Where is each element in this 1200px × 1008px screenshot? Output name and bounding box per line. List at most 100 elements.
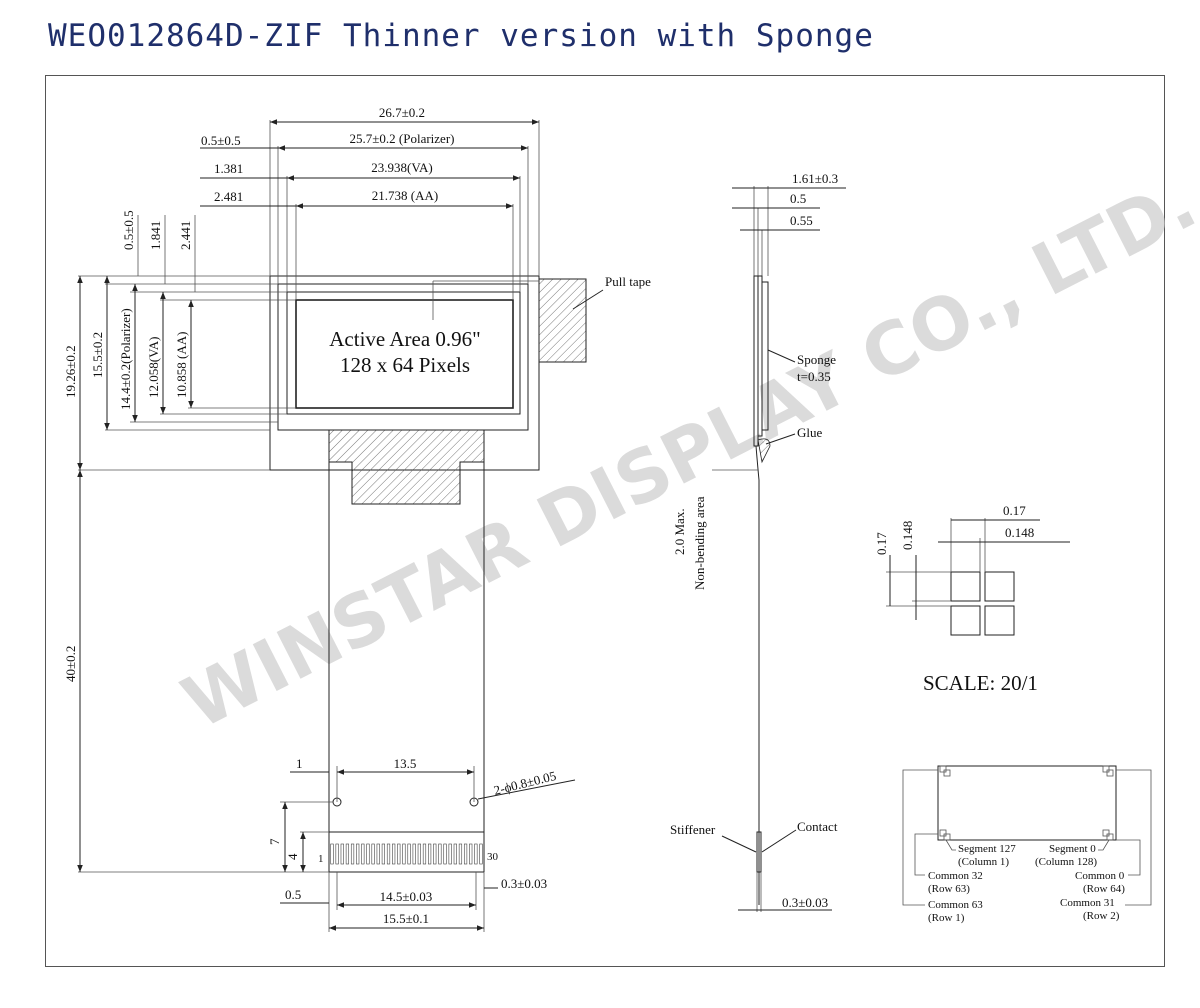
dim-aa-width: 21.738 (AA) xyxy=(372,188,438,203)
side-stiffener xyxy=(756,831,762,873)
seg127-col: (Column 1) xyxy=(958,856,1009,868)
side-fpc xyxy=(755,445,760,905)
dim-side-total: 1.61±0.3 xyxy=(792,171,838,186)
com31-row: (Row 2) xyxy=(1083,910,1120,922)
fpc-pin xyxy=(458,843,463,865)
fpc-pin xyxy=(340,843,344,865)
bend-max-label: 2.0 Max. xyxy=(672,508,687,555)
dim-offset-2: 1.381 xyxy=(214,161,243,176)
dim-glass-height: 15.5±0.2 xyxy=(90,332,105,378)
pull-tape-leader xyxy=(572,289,604,310)
non-bending-label: Non-bending area xyxy=(692,496,707,590)
com0-row: (Row 64) xyxy=(1083,883,1125,895)
viewing-area xyxy=(286,291,521,415)
fpc-pin xyxy=(335,843,339,865)
active-area-label: Active Area 0.96" xyxy=(329,327,480,351)
fpc-pin xyxy=(392,843,396,865)
pixel-size-h: 0.148 xyxy=(1005,525,1034,540)
fpc-pin xyxy=(402,843,406,865)
dim-hole-offset: 1 xyxy=(296,756,303,771)
dim-aa-height: 10.858 (AA) xyxy=(174,332,189,398)
fpc-pin xyxy=(448,843,452,865)
pixel-3 xyxy=(950,605,981,636)
dim-offset-1: 0.5±0.5 xyxy=(201,133,241,148)
dim-offset-3: 2.481 xyxy=(214,189,243,204)
pull-tape xyxy=(538,278,587,363)
dim-fpc-width: 15.5±0.1 xyxy=(383,911,429,926)
dim-polarizer-width: 25.7±0.2 (Polarizer) xyxy=(350,131,455,146)
dim-fpc-length: 40±0.2 xyxy=(63,646,78,682)
fpc-bond-area xyxy=(328,429,485,505)
fpc-pin xyxy=(345,843,350,865)
side-view: 1.61±0.3 0.5 0.55 Sponge t=0.35 Glue 2.0… xyxy=(670,171,846,912)
fpc-pin xyxy=(381,843,385,865)
seg0-col: (Column 128) xyxy=(1035,856,1097,868)
pin-first-label: 1 xyxy=(318,853,324,865)
fpc-pin xyxy=(350,843,355,865)
dim-polarizer-height: 14.4±0.2(Polarizer) xyxy=(118,308,133,410)
pixel-pitch-v: 0.17 xyxy=(874,532,889,555)
pixel-size-v: 0.148 xyxy=(900,521,915,550)
fpc-pin xyxy=(453,843,457,865)
pixel-1 xyxy=(950,571,981,602)
page-title: WEO012864D-ZIF Thinner version with Spon… xyxy=(48,18,874,54)
pinout-panel xyxy=(937,765,1117,841)
com63-label: Common 63 xyxy=(928,899,983,911)
fpc-pin xyxy=(479,843,483,865)
side-glue xyxy=(757,438,771,464)
dim-hole-height: 7 xyxy=(267,838,282,845)
fpc-pin xyxy=(361,843,365,865)
dim-hole-pitch: 13.5 xyxy=(394,756,417,771)
com0-label: Common 0 xyxy=(1075,870,1125,882)
dim-va-height: 12.058(VA) xyxy=(146,336,161,398)
fpc-pin xyxy=(356,843,360,865)
glue-label: Glue xyxy=(797,425,823,440)
pull-tape-label: Pull tape xyxy=(605,274,651,289)
side-sponge xyxy=(761,281,769,431)
stiffener-label: Stiffener xyxy=(670,822,716,837)
sponge-label: Sponge xyxy=(797,352,836,367)
pinout-diagram: Segment 127 (Column 1) Segment 0 (Column… xyxy=(902,765,1152,924)
pixel-detail: 0.17 0.148 0.17 0.148 SCALE: 20/1 xyxy=(874,503,1070,695)
dim-side-sponge: 0.55 xyxy=(790,213,813,228)
fpc-pin xyxy=(397,843,401,865)
dim-contact-width: 14.5±0.03 xyxy=(380,889,433,904)
active-area xyxy=(295,299,514,409)
active-area-pixels: 128 x 64 Pixels xyxy=(340,353,470,377)
fpc-pin xyxy=(469,843,473,865)
fpc-pin xyxy=(371,843,375,865)
dim-voffset-2: 1.841 xyxy=(148,221,163,250)
front-view: Active Area 0.96" 128 x 64 Pixels Pull t… xyxy=(63,105,651,932)
side-thickness-label: 0.3±0.03 xyxy=(782,895,828,910)
fpc-pin xyxy=(438,843,442,865)
dim-side-glass: 0.5 xyxy=(790,191,806,206)
pixel-2 xyxy=(984,571,1015,602)
dim-voffset-1: 0.5±0.5 xyxy=(121,210,136,250)
fpc-pin xyxy=(412,843,416,865)
dim-pin-width: 0.3±0.03 xyxy=(501,876,547,891)
dim-voffset-3: 2.441 xyxy=(178,221,193,250)
pixel-pitch-h: 0.17 xyxy=(1003,503,1026,518)
dim-edge-offset: 0.5 xyxy=(285,887,301,902)
fpc-pin xyxy=(407,843,411,865)
dim-holes: 2-ϕ0.8±0.05 xyxy=(492,768,558,798)
seg0-label: Segment 0 xyxy=(1049,843,1096,855)
fpc-pin xyxy=(422,843,427,865)
dim-va-width: 23.938(VA) xyxy=(371,160,433,175)
fpc-pin xyxy=(463,843,468,865)
fpc-pin xyxy=(386,843,391,865)
fpc-pin xyxy=(376,843,380,865)
dim-contact-height: 4 xyxy=(285,853,300,860)
fpc-pin xyxy=(474,843,478,865)
fpc-pin xyxy=(443,843,447,865)
pin-last-label: 30 xyxy=(487,851,499,863)
com32-row: (Row 63) xyxy=(928,883,970,895)
com32-label: Common 32 xyxy=(928,870,983,882)
fpc-pin xyxy=(330,843,334,865)
fpc-contact-pins xyxy=(330,843,483,865)
pixel-4 xyxy=(984,605,1015,636)
fpc-pin xyxy=(433,843,437,865)
contact-label: Contact xyxy=(797,819,838,834)
dim-overall-height: 19.26±0.2 xyxy=(63,345,78,398)
